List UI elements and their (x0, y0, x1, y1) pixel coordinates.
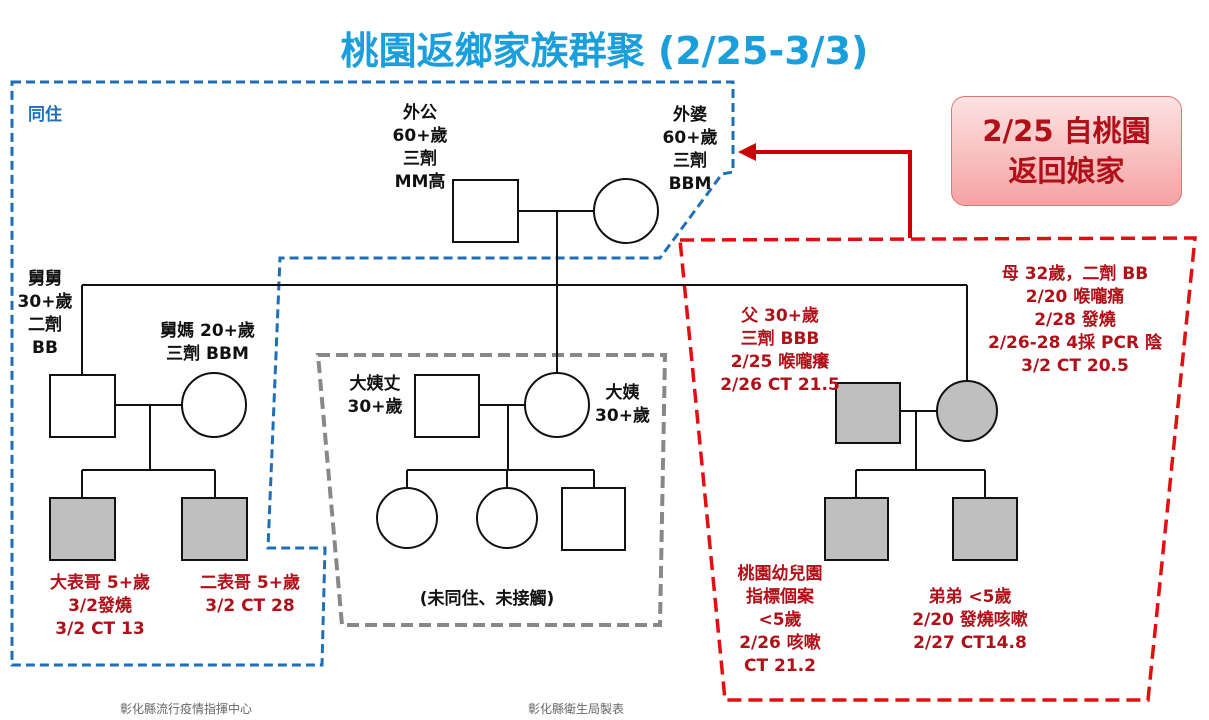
callout-line1: 2/25 自桃園 (982, 114, 1151, 148)
mother-line: 2/26-28 4採 PCR 陰 (987, 333, 1163, 353)
no-contact-label: (未同住、未接觸) (419, 589, 555, 609)
grandma-line: 60+歲 (662, 128, 718, 148)
index-case-symbol (824, 497, 889, 561)
cousin2-symbol (181, 497, 248, 561)
father-symbol (835, 382, 901, 444)
cousin1-line: 大表哥 5+歲 (50, 573, 150, 593)
callout-line2: 返回娘家 (1008, 154, 1125, 188)
mother-line: 2/28 發燒 (1034, 310, 1116, 330)
aunt-in-law-line: 舅媽 20+歲 (160, 321, 255, 341)
grandma-line: BBM (668, 174, 712, 194)
aunt-husband-line: 大姨丈 (349, 374, 401, 394)
father-line: 2/25 喉嚨癢 (730, 352, 830, 372)
return-home-callout: 2/25 自桃園 返回娘家 (951, 96, 1182, 206)
brother-line: 2/20 發燒咳嗽 (912, 610, 1028, 630)
aunt-symbol (524, 372, 590, 438)
grandpa-label: 外公 60+歲三劑 MM高 (380, 102, 460, 194)
cousin1-label: 大表哥 5+歲 3/2發燒 3/2 CT 13 (35, 572, 165, 641)
cousin2-line: 3/2 CT 28 (205, 596, 295, 616)
uncle-line: 30+歲 (17, 292, 73, 312)
father-line: 2/26 CT 21.5 (720, 375, 840, 395)
cousin2-label: 二表哥 5+歲 3/2 CT 28 (185, 572, 315, 618)
index-case-line: 桃園幼兒園 (737, 564, 823, 584)
uncle-label: 舅舅 30+歲二劑 BB (10, 268, 80, 360)
cousin1-line: 3/2發燒 (68, 596, 132, 616)
brother-label: 弟弟 <5歲 2/20 發燒咳嗽 2/27 CT14.8 (895, 586, 1045, 655)
cousin1-line: 3/2 CT 13 (55, 619, 145, 639)
grandpa-line: 60+歲 (392, 126, 448, 146)
arrow-head-icon (738, 143, 756, 161)
cohabit-boundary (10, 80, 735, 667)
aunt-child3-symbol (561, 487, 626, 551)
grandpa-symbol (452, 179, 519, 243)
grandma-line: 三劑 (673, 151, 707, 171)
grandpa-line: 三劑 (403, 149, 437, 169)
father-line: 三劑 BBB (740, 329, 820, 349)
aunt-label: 大姨 30+歲 (590, 382, 655, 428)
cousin2-line: 二表哥 5+歲 (200, 573, 300, 593)
aunt-in-law-symbol (181, 372, 247, 438)
uncle-line: 二劑 (28, 315, 62, 335)
uncle-line: 舅舅 (28, 269, 62, 289)
page-title: 桃園返鄉家族群聚 (2/25-3/3) (340, 29, 869, 73)
uncle-line: BB (32, 338, 58, 358)
index-case-line: 指標個案 (746, 587, 814, 607)
index-case-line: 2/26 咳嗽 (739, 633, 821, 653)
grandma-symbol (593, 178, 659, 244)
mother-line: 2/20 喉嚨痛 (1025, 287, 1125, 307)
taoyuan-family-boundary (678, 236, 1197, 702)
uncle-symbol (49, 374, 116, 438)
return-arrow (752, 150, 912, 238)
footer-source-right: 彰化縣衛生局製表 (528, 702, 625, 716)
no-contact-boundary (315, 353, 668, 627)
mother-line: 3/2 CT 20.5 (1021, 356, 1129, 376)
aunt-in-law-label: 舅媽 20+歲三劑 BBM (145, 320, 270, 366)
aunt-husband-symbol (414, 374, 480, 438)
aunt-line: 大姨 (605, 383, 640, 403)
brother-symbol (952, 497, 1018, 561)
footer-source-left: 彰化縣流行疫情指揮中心 (120, 702, 253, 716)
father-label: 父 30+歲三劑 BBB 2/25 喉嚨癢 2/26 CT 21.5 (700, 305, 860, 397)
brother-line: 2/27 CT14.8 (913, 633, 1027, 653)
aunt-child2-symbol (476, 487, 538, 549)
grandpa-line: MM高 (394, 172, 446, 192)
father-line: 父 30+歲 (741, 306, 819, 326)
index-case-line: CT 21.2 (744, 656, 816, 676)
cousin1-symbol (49, 497, 116, 561)
grandma-line: 外婆 (673, 105, 707, 125)
grandma-label: 外婆 60+歲三劑 BBM (650, 104, 730, 196)
aunt-husband-line: 30+歲 (347, 397, 403, 417)
index-case-line: <5歲 (758, 610, 802, 630)
mother-label: 母 32歲，二劑 BB 2/20 喉嚨痛 2/28 發燒 2/26-28 4採 PCR… (965, 263, 1185, 378)
aunt-in-law-line: 三劑 BBM (166, 344, 249, 364)
grandpa-line: 外公 (403, 103, 437, 123)
brother-line: 弟弟 <5歲 (928, 587, 1012, 607)
mother-symbol (936, 380, 998, 442)
index-case-label: 桃園幼兒園指標個案 <5歲 2/26 咳嗽 CT 21.2 (725, 563, 835, 678)
cohabit-label: 同住 (28, 105, 62, 125)
aunt-husband-label: 大姨丈 30+歲 (340, 373, 410, 419)
aunt-child1-symbol (376, 487, 438, 549)
mother-line: 母 32歲，二劑 BB (1001, 264, 1149, 284)
aunt-line: 30+歲 (595, 406, 650, 426)
